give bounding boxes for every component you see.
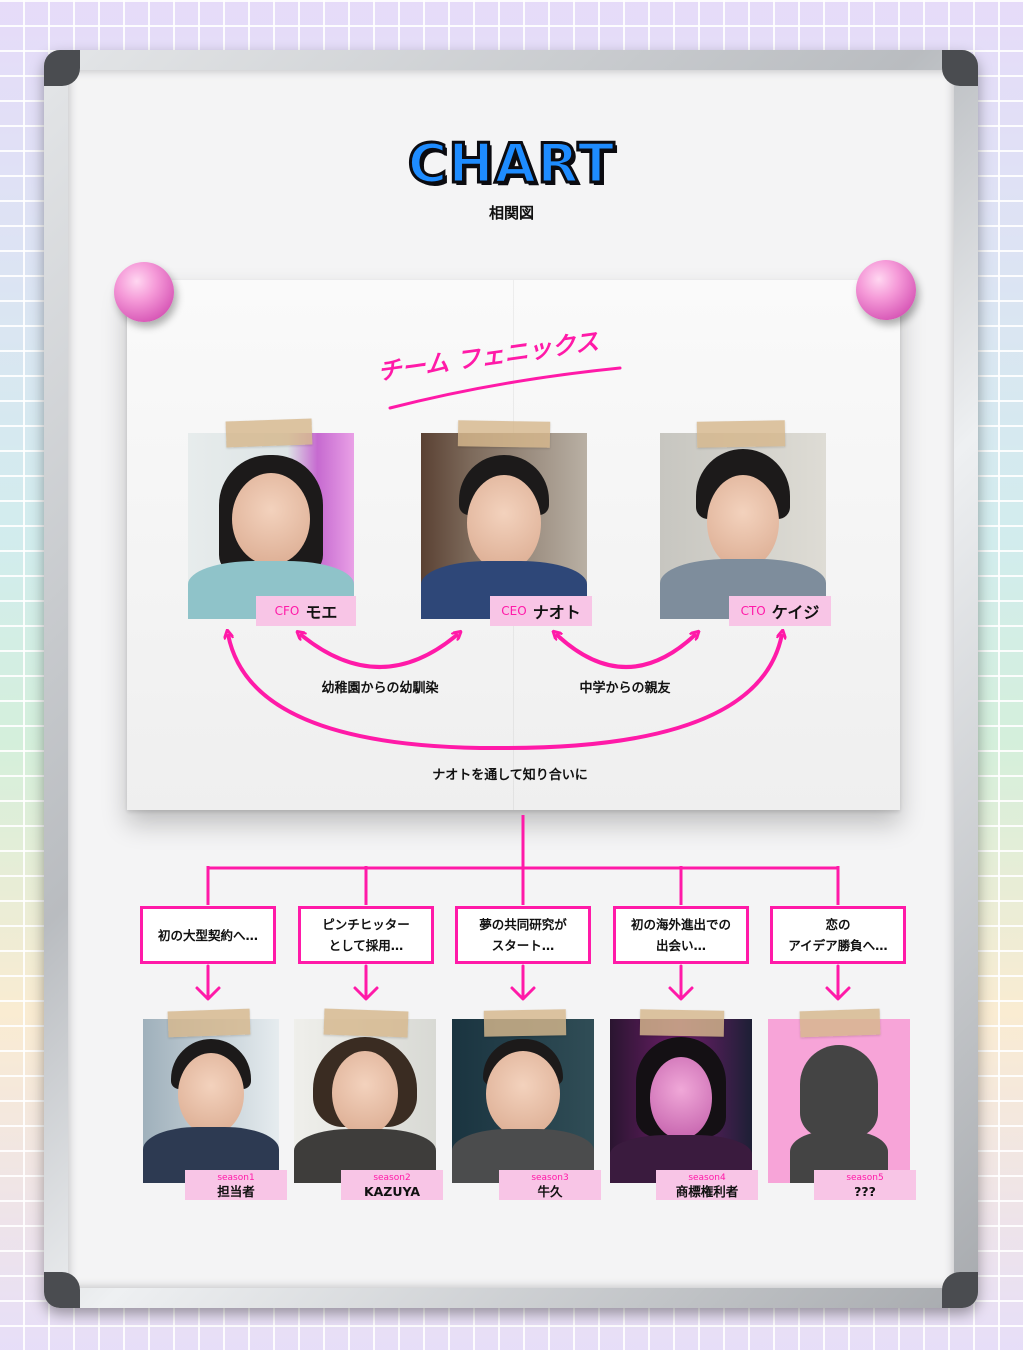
photo-season3 <box>452 1019 594 1183</box>
season-box-3: 夢の共同研究が スタート… <box>455 906 591 964</box>
season-label-4: season4 商標権利者 <box>656 1170 758 1200</box>
tape <box>484 1009 566 1036</box>
season-caption: アイデア勝負へ… <box>788 935 887 956</box>
tape <box>800 1009 881 1038</box>
season-caption: として採用… <box>329 935 404 956</box>
season-caption: 夢の共同研究が <box>479 914 567 935</box>
season-character: ??? <box>854 1185 876 1198</box>
arrow-naoto-keiji <box>556 634 696 667</box>
tape <box>168 1009 251 1038</box>
relation-naoto-keiji: 中学からの親友 <box>550 677 700 696</box>
season-character: 商標権利者 <box>676 1185 739 1198</box>
season-box-5: 恋の アイデア勝負へ… <box>770 906 906 964</box>
photo-season5-silhouette <box>768 1019 910 1183</box>
season-box-2: ピンチヒッター として採用… <box>298 906 434 964</box>
season-label-2: season2 KAZUYA <box>341 1170 443 1200</box>
season-caption: ピンチヒッター <box>322 914 410 935</box>
tape <box>640 1009 724 1036</box>
photo-season1 <box>143 1019 279 1183</box>
photo-season2 <box>294 1019 436 1183</box>
relation-moe-keiji: ナオトを通して知り合いに <box>400 764 620 783</box>
season-caption: 初の大型契約へ… <box>158 925 258 946</box>
season-label-5: season5 ??? <box>814 1170 916 1200</box>
tape <box>324 1009 409 1038</box>
season-box-4: 初の海外進出での 出会い… <box>613 906 749 964</box>
season-label-3: season3 牛久 <box>499 1170 601 1200</box>
season-caption: 出会い… <box>656 935 706 956</box>
photo-season4 <box>610 1019 752 1183</box>
season-character: 牛久 <box>537 1185 562 1198</box>
season-caption: 初の海外進出での <box>631 914 731 935</box>
season-caption: スタート… <box>492 935 555 956</box>
season-character: KAZUYA <box>364 1185 420 1198</box>
season-box-1: 初の大型契約へ… <box>140 906 276 964</box>
season-caption: 恋の <box>825 914 850 935</box>
season-label-1: season1 担当者 <box>185 1170 287 1200</box>
season-character: 担当者 <box>217 1185 255 1198</box>
relation-moe-naoto: 幼稚園からの幼馴染 <box>300 677 460 696</box>
arrow-moe-naoto <box>300 634 458 667</box>
